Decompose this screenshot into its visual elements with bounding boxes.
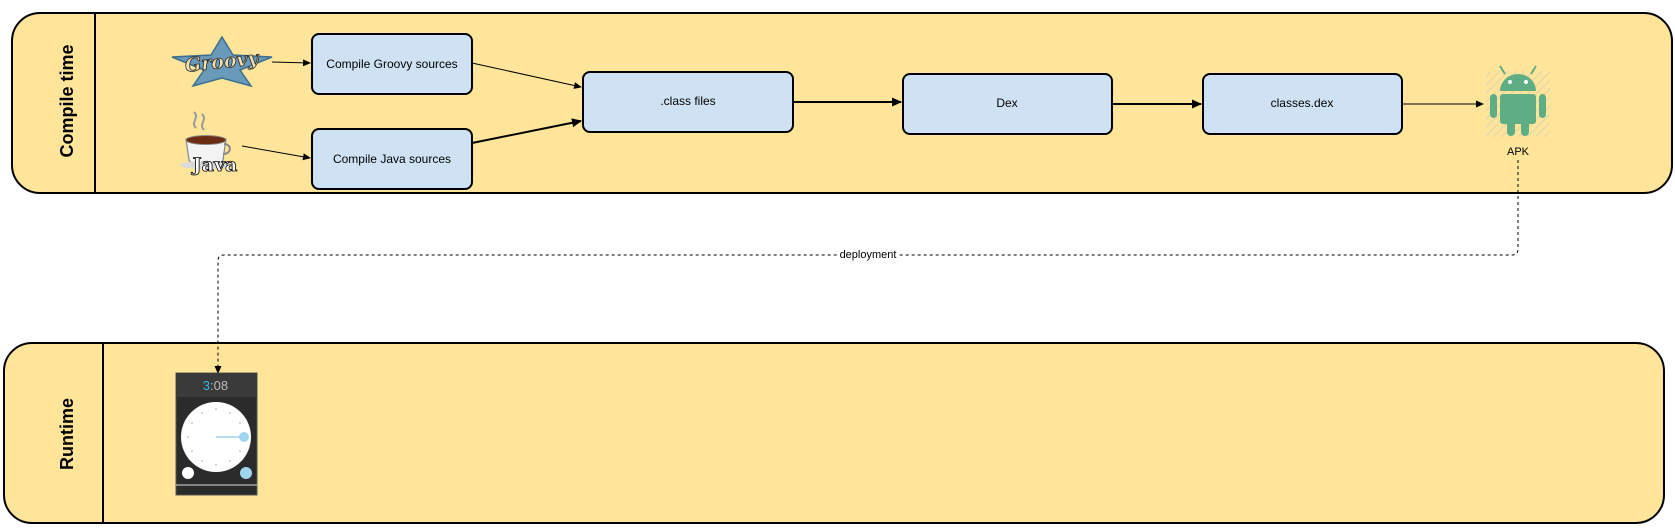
- clock-left-button: [182, 467, 194, 479]
- clock-hour: 3: [203, 378, 210, 393]
- compile-time-lane-title: Compile time: [57, 44, 77, 157]
- class-files-label: .class files: [660, 94, 715, 108]
- clock-minutes: :08: [210, 378, 228, 393]
- connectors: deployment: [214, 59, 1519, 374]
- runtime-lane-title: Runtime: [57, 398, 77, 470]
- compile-java-sources-label: Compile Java sources: [333, 152, 451, 166]
- clock-hand-knob: [239, 432, 249, 442]
- clock-right-button: [240, 467, 252, 479]
- android-clock-app-screen-icon[interactable]: 3 :08: [175, 372, 258, 496]
- edge-groovy-logo-to-compile: [271, 59, 311, 67]
- edge-deployment: [214, 160, 1519, 374]
- runtime-lane: Runtime: [3, 342, 1665, 524]
- edge-java-to-class-files: [471, 118, 582, 144]
- compile-java-sources-node[interactable]: Compile Java sources: [311, 128, 473, 190]
- deployment-label: deployment: [840, 249, 897, 261]
- java-coffee-cup-logo-icon: Java: [180, 111, 238, 176]
- edge-groovy-to-class-files: [471, 62, 582, 89]
- classes-dex-label: classes.dex: [1271, 96, 1334, 110]
- dex-label: Dex: [996, 96, 1017, 110]
- device-status-area: [176, 373, 257, 397]
- class-files-node[interactable]: .class files: [582, 71, 794, 133]
- compile-groovy-sources-node[interactable]: Compile Groovy sources: [311, 33, 473, 95]
- dex-node[interactable]: Dex: [902, 73, 1113, 135]
- edge-java-logo-to-compile: [241, 145, 311, 161]
- clock-ticks: [187, 408, 241, 466]
- deployment-label-bg: [838, 248, 898, 261]
- classes-dex-node[interactable]: classes.dex: [1202, 73, 1403, 135]
- compile-groovy-sources-label: Compile Groovy sources: [326, 57, 457, 71]
- runtime-lane-frame: [3, 342, 1665, 524]
- java-logo-text: Java: [191, 154, 238, 176]
- apk-label: APK: [1507, 146, 1530, 158]
- android-robot-icon[interactable]: APK: [1486, 65, 1550, 158]
